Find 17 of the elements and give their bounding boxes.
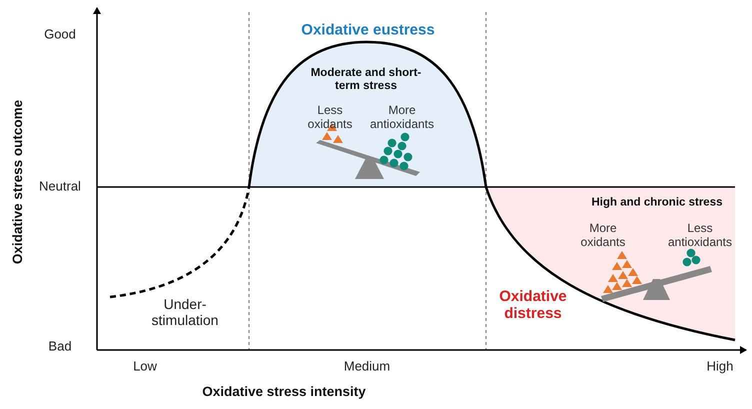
axis-tick-label: Medium <box>342 360 392 374</box>
stress-heading: High and chronic stress <box>590 196 724 210</box>
axis-tick-label: Good <box>43 28 77 42</box>
axis-tick-label: Bad <box>47 340 73 354</box>
balance-side-label: More oxidants <box>580 222 626 250</box>
axis-tick-label: Low <box>132 360 158 374</box>
region-label: Under-stimulation <box>150 296 220 328</box>
axis-title: Oxidative stress outcome <box>10 98 26 266</box>
axis-title: Oxidative stress intensity <box>201 384 367 400</box>
axis-tick-label: High <box>706 360 734 374</box>
balance-side-label: Less oxidants <box>306 104 354 132</box>
axis-tick-label: Neutral <box>38 180 82 194</box>
balance-side-label: Less antioxidants <box>666 222 734 250</box>
region-title: Oxidative distress <box>498 288 568 322</box>
balance-side-label: More antioxidants <box>368 104 436 132</box>
stress-heading: Moderate and short-term stress <box>310 66 422 94</box>
region-title: Oxidative eustress <box>300 21 436 39</box>
